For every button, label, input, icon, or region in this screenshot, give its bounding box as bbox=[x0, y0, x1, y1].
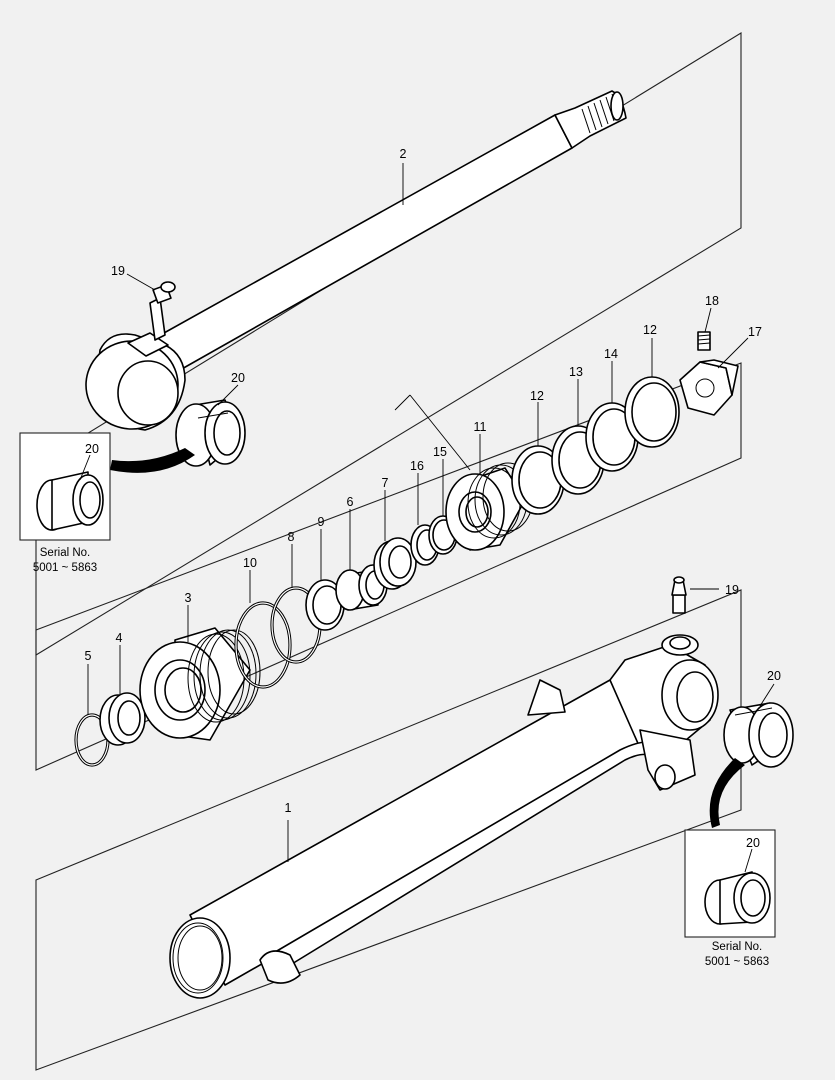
tube-bushing bbox=[723, 702, 794, 768]
seal-kit-frame bbox=[35, 362, 742, 771]
callout-2: 2 bbox=[400, 147, 407, 161]
cylinder-head-3 bbox=[139, 627, 261, 741]
grease-nipple-bottom bbox=[671, 576, 687, 614]
serial-captions: Serial No. 5001 ~ 5863 Serial No. 5001 ~… bbox=[33, 547, 769, 968]
tube-frame bbox=[35, 589, 742, 1071]
callout-14: 14 bbox=[604, 347, 618, 361]
callout-20-tube: 20 bbox=[767, 669, 781, 683]
callout-4: 4 bbox=[116, 631, 123, 645]
inset-arrow-right bbox=[709, 758, 745, 828]
collar-7 bbox=[373, 537, 417, 590]
leader-lines bbox=[79, 163, 775, 873]
cylinder-tube bbox=[169, 634, 719, 999]
callout-10: 10 bbox=[243, 556, 257, 570]
callout-8: 8 bbox=[288, 530, 295, 544]
callout-12-b: 12 bbox=[643, 323, 657, 337]
callout-16: 16 bbox=[410, 459, 424, 473]
callout-19-top: 19 bbox=[111, 264, 125, 278]
callout-3: 3 bbox=[185, 591, 192, 605]
serial-range-right: 5001 ~ 5863 bbox=[705, 956, 769, 968]
piston-11 bbox=[445, 462, 534, 551]
serial-range-left: 5001 ~ 5863 bbox=[33, 562, 97, 574]
callout-6: 6 bbox=[347, 495, 354, 509]
callout-13: 13 bbox=[569, 365, 583, 379]
callout-1: 1 bbox=[285, 801, 292, 815]
wear-ring-12b bbox=[624, 376, 680, 448]
callout-20-rod: 20 bbox=[231, 371, 245, 385]
callout-20-inset-left: 20 bbox=[85, 442, 99, 456]
callout-19-bottom: 19 bbox=[725, 583, 739, 597]
callout-9: 9 bbox=[318, 515, 325, 529]
lock-nut-17 bbox=[679, 359, 739, 416]
inset-left bbox=[19, 432, 111, 541]
callout-17: 17 bbox=[748, 325, 762, 339]
set-screw-18 bbox=[697, 331, 711, 351]
serial-label-left: Serial No. bbox=[40, 547, 91, 559]
callout-15: 15 bbox=[433, 445, 447, 459]
grease-nipple-top bbox=[149, 281, 176, 341]
callout-20-inset-right: 20 bbox=[746, 836, 760, 850]
callout-12-a: 12 bbox=[530, 389, 544, 403]
backup-ring-10 bbox=[234, 601, 292, 689]
callout-11: 11 bbox=[474, 420, 487, 434]
callout-7: 7 bbox=[382, 476, 389, 490]
piston-rod bbox=[85, 90, 627, 431]
callout-18: 18 bbox=[705, 294, 719, 308]
inset-right bbox=[684, 829, 776, 938]
dust-wiper-4 bbox=[99, 692, 146, 746]
callout-numbers: 2 19 20 20 18 17 12 14 13 12 11 15 16 7 … bbox=[85, 147, 781, 850]
inset-arrow-left bbox=[110, 448, 195, 473]
callout-5: 5 bbox=[85, 649, 92, 663]
serial-label-right: Serial No. bbox=[712, 941, 763, 953]
